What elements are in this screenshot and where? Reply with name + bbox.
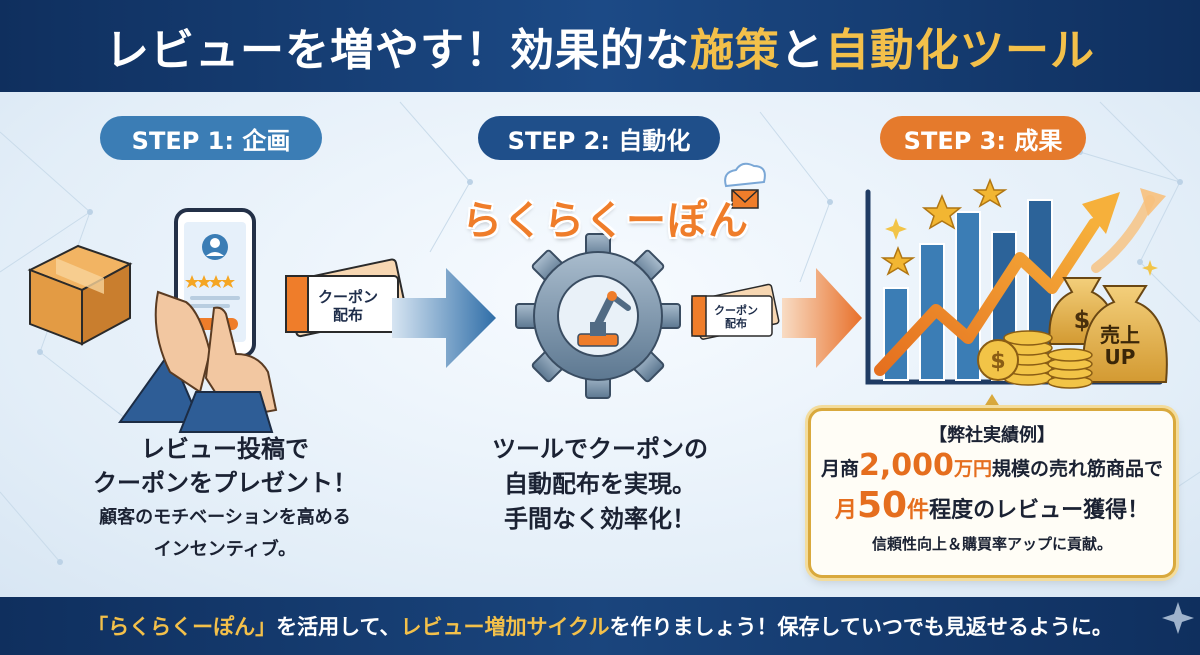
svg-text:$: $ [1074, 306, 1091, 334]
step-1-main-line-2: クーポンをプレゼント！ [93, 469, 357, 497]
title-highlight-1: 施策 [690, 25, 780, 76]
footer-banner: 「らくらくーぽん」を活用して、レビュー増加サイクルを作りましょう！保存していつで… [0, 597, 1200, 655]
cardboard-box-icon [27, 244, 133, 346]
step-1-sub-line-2: インセンティブ。 [153, 539, 297, 560]
footer-highlight: レビュー増加サイクル [400, 615, 610, 639]
step-1-description: レビュー投稿で クーポンをプレゼント！ 顧客のモチベーションを高める インセンテ… [70, 432, 380, 564]
automation-gear-icon [515, 233, 681, 399]
step-2-line-1: ツールでクーポンの [492, 435, 708, 463]
footer-text-2: を作りましょう！保存していつでも見返せるように。 [609, 615, 1113, 639]
step-2-line-2: 自動配布を実現。 [504, 470, 696, 498]
header-banner: レビューを増やす！効果的な施策と自動化ツール [0, 0, 1200, 92]
step-2-line-3: 手間なく効率化！ [504, 505, 696, 533]
step-1-sub-line-1: 顧客のモチベーションを高める [99, 507, 351, 528]
coupon-ticket-icon-1 [285, 258, 408, 338]
title-text-2: と [780, 25, 825, 76]
step-2-description: ツールでクーポンの 自動配布を実現。 手間なく効率化！ [455, 432, 745, 537]
star-icons [880, 177, 1008, 276]
results-heading: 【弊社実績例】 [929, 425, 1055, 446]
sparkle-icons [885, 218, 1158, 276]
step-1-main-line-1: レビュー投稿で [141, 435, 309, 463]
arrow-right-icon-2 [782, 268, 862, 368]
sparkle-icon [1162, 602, 1194, 634]
results-callout: 【弊社実績例】 月商2,000万円規模の売れ筋商品で 月50件程度のレビュー獲得… [808, 408, 1176, 578]
coupon-label-1: クーポン 配布 [317, 288, 378, 324]
title-highlight-2: 自動化ツール [825, 25, 1095, 76]
step-1-label: STEP 1: 企画 [100, 116, 322, 160]
title-text-1: レビューを増やす！効果的な [105, 25, 690, 76]
sales-up-bag-label: 売上 UP [1100, 323, 1140, 369]
svg-text:$: $ [990, 349, 1005, 374]
money-bag-icons: $ [1048, 277, 1168, 383]
illustrations: $ $ [27, 162, 1168, 433]
brand-logo-rakurakupon: らくらくーぽん [462, 198, 749, 244]
step-2-label: STEP 2: 自動化 [478, 116, 720, 160]
coupon-ticket-icon-2 [691, 283, 780, 340]
results-line-benefit: 信頼性向上＆購買率アップに貢献。 [871, 535, 1112, 553]
footer-text-1: を活用して、 [276, 615, 401, 639]
results-line-revenue: 月商2,000万円規模の売れ筋商品で [821, 448, 1163, 483]
footer-brand: 「らくらくーぽん」 [87, 615, 277, 639]
arrow-right-icon-1 [392, 268, 496, 368]
gold-coins-icon: $ [977, 330, 1093, 389]
results-line-reviews: 月50件程度のレビュー獲得！ [834, 485, 1150, 526]
smartphone-review-icon [118, 208, 278, 433]
step-3-label: STEP 3: 成果 [880, 116, 1086, 160]
main-panel: STEP 1: 企画 STEP 2: 自動化 STEP 3: 成果 [0, 92, 1200, 597]
coupon-label-2: クーポン 配布 [714, 304, 758, 331]
cloud-mail-icon [724, 162, 766, 209]
callout-pointer [982, 394, 1002, 410]
page-title: レビューを増やす！効果的な施策と自動化ツール [105, 14, 1095, 78]
